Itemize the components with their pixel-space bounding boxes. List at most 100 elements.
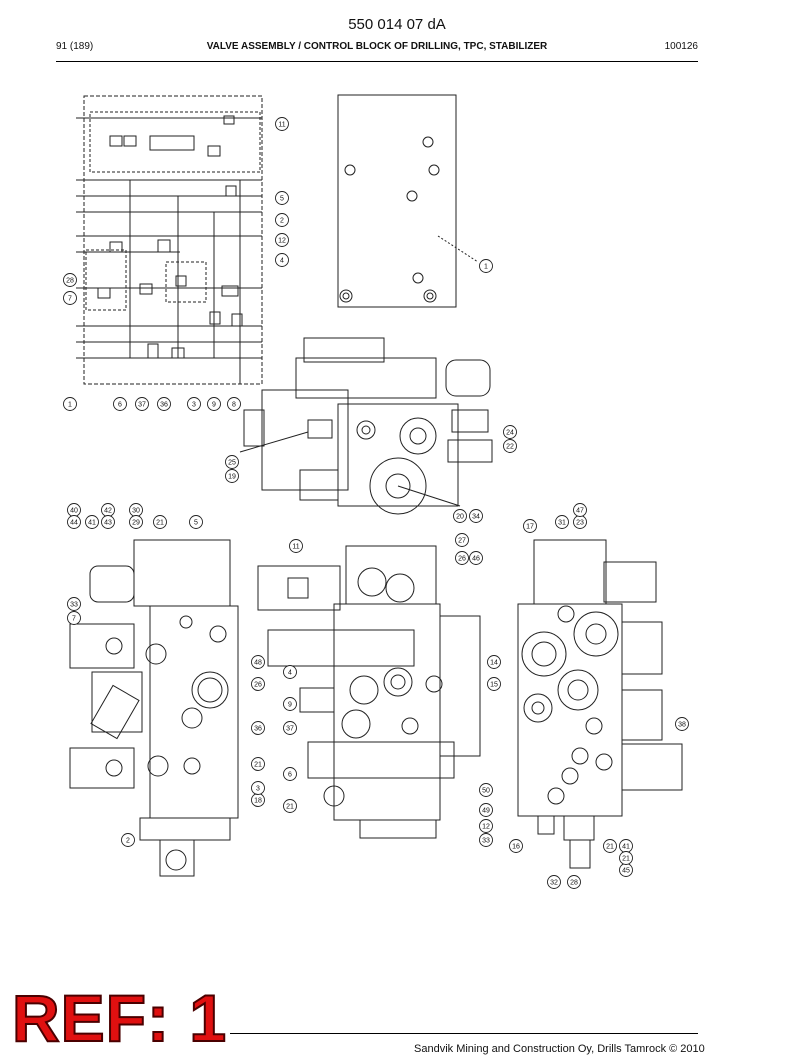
callout-circle [275, 191, 289, 205]
callout-number: 38 [678, 722, 686, 729]
callout-number: 21 [254, 762, 262, 769]
callout-number: 5 [194, 520, 198, 527]
callout-circle [157, 397, 171, 411]
callout-number: 26 [458, 556, 466, 563]
callout-number: 21 [606, 844, 614, 851]
callout-circle [675, 717, 689, 731]
callout-number: 12 [482, 824, 490, 831]
callout-number: 19 [228, 474, 236, 481]
callout-circle [479, 259, 493, 273]
callout-circle [67, 597, 81, 611]
callout-circle [63, 273, 77, 287]
callout-circle [619, 851, 633, 865]
callout-circle [67, 611, 81, 625]
callout-number: 11 [292, 544, 299, 551]
callout-number: 41 [622, 844, 630, 851]
callout-number: 9 [288, 702, 292, 709]
callout-number: 3 [256, 786, 260, 793]
callout-number: 20 [456, 514, 464, 521]
callout-number: 45 [622, 868, 630, 875]
callout-circle [251, 677, 265, 691]
valve-block-top-view [239, 337, 493, 515]
callout-circle [67, 515, 81, 529]
callout-number: 42 [104, 508, 112, 515]
callout-circle [207, 397, 221, 411]
callout-number: 49 [482, 808, 490, 815]
callout-circle [135, 397, 149, 411]
callout-circle [603, 839, 617, 853]
callout-circle [469, 551, 483, 565]
callout-circle [455, 551, 469, 565]
callout-circle [479, 783, 493, 797]
valve-block-right-view [517, 539, 683, 869]
callout-number: 15 [490, 682, 498, 689]
callout-circle [121, 833, 135, 847]
callout-circle [455, 533, 469, 547]
callout-number: 37 [286, 726, 294, 733]
callout-number: 6 [118, 402, 122, 409]
callout-number: 1 [68, 402, 72, 409]
callout-number: 25 [228, 460, 236, 467]
callout-number: 26 [254, 682, 262, 689]
callout-number: 40 [70, 508, 78, 515]
callout-number: 36 [254, 726, 262, 733]
page-header: 91 (189) VALVE ASSEMBLY / CONTROL BLOCK … [56, 41, 698, 55]
callout-circle [275, 213, 289, 227]
callout-number: 21 [286, 804, 294, 811]
callout-circle [251, 781, 265, 795]
callout-circle [289, 539, 303, 553]
callout-circle [555, 515, 569, 529]
callout-number: 16 [512, 844, 520, 851]
callout-circle [63, 291, 77, 305]
callout-circle [275, 233, 289, 247]
callout-circle [187, 397, 201, 411]
callout-circle [283, 721, 297, 735]
callout-circle [251, 721, 265, 735]
callout-number: 34 [472, 514, 480, 521]
callout-number: 37 [138, 402, 146, 409]
callout-number: 31 [558, 520, 566, 527]
callout-circle [101, 515, 115, 529]
callout-circle [567, 875, 581, 889]
callout-circle [503, 439, 517, 453]
callout-circle [113, 397, 127, 411]
callout-circle [275, 117, 289, 131]
callout-number: 7 [72, 616, 76, 623]
footer-rule [230, 1033, 698, 1034]
callout-number: 3 [192, 402, 196, 409]
callout-number: 1 [484, 264, 488, 271]
page-number: 91 (189) [56, 41, 94, 52]
callout-circle [573, 503, 587, 517]
callout-number: 18 [254, 798, 262, 805]
callout-number: 21 [622, 856, 630, 863]
callout-number: 50 [482, 788, 490, 795]
callout-number: 14 [490, 660, 498, 667]
callout-number: 5 [280, 196, 284, 203]
callout-number: 28 [570, 880, 578, 887]
callout-circle [453, 509, 467, 523]
callout-circle [479, 833, 493, 847]
callout-number: 30 [132, 508, 140, 515]
callout-circle [547, 875, 561, 889]
callout-number: 4 [280, 258, 284, 265]
callout-number: 33 [482, 838, 490, 845]
callout-number: 9 [212, 402, 216, 409]
callout-number: 17 [526, 524, 534, 531]
callout-circle [225, 455, 239, 469]
header-rule [56, 61, 698, 62]
callout-circle [503, 425, 517, 439]
page-title: VALVE ASSEMBLY / CONTROL BLOCK OF DRILLI… [206, 41, 548, 52]
callout-circle [251, 757, 265, 771]
callout-circle [283, 697, 297, 711]
callout-number: 32 [550, 880, 558, 887]
callout-number: 44 [70, 520, 78, 527]
callout-circle [275, 253, 289, 267]
callout-circle [227, 397, 241, 411]
callout-circle [63, 397, 77, 411]
callout-number: 36 [160, 402, 168, 409]
callout-number: 2 [280, 218, 284, 225]
callout-number: 24 [506, 430, 514, 437]
ref-stamp: REF: 1 [11, 981, 228, 1055]
callout-circle [487, 655, 501, 669]
callout-circle [129, 515, 143, 529]
